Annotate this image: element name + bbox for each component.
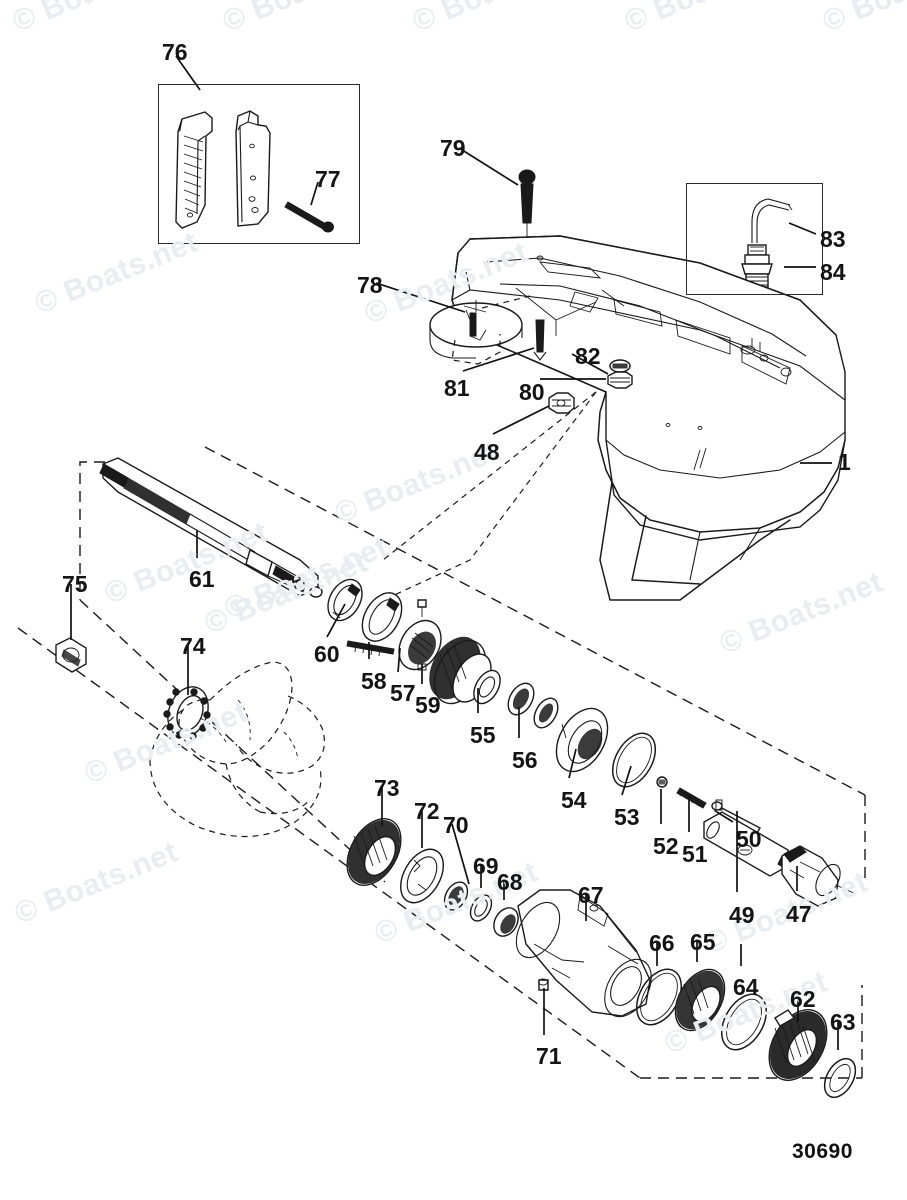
callout-72: 72 xyxy=(414,798,440,824)
needle-bearing-68 xyxy=(493,907,519,937)
forward-gear-62 xyxy=(768,1009,828,1081)
callout-60: 60 xyxy=(314,641,340,667)
watermark: © Boats.net xyxy=(220,530,393,626)
callout-59: 59 xyxy=(415,692,441,718)
watermark: © Boats.net xyxy=(620,0,793,40)
callout-55: 55 xyxy=(470,722,496,748)
spring-51 xyxy=(676,787,707,809)
callout-57: 57 xyxy=(390,680,416,706)
leader-54 xyxy=(568,748,577,779)
callout-80: 80 xyxy=(519,379,545,405)
detent-ball-52 xyxy=(656,776,668,788)
leader-48 xyxy=(492,405,550,435)
speedo-inset-frame xyxy=(686,183,823,295)
callout-53: 53 xyxy=(614,804,640,830)
propeller-phantom xyxy=(149,661,325,838)
tab-washer-74 xyxy=(163,686,211,740)
callout-68: 68 xyxy=(497,869,523,895)
roller-70 xyxy=(443,881,469,911)
callout-64: 64 xyxy=(733,974,759,1000)
callout-47: 47 xyxy=(786,901,812,927)
callout-51: 51 xyxy=(682,841,708,867)
clutch-47 xyxy=(781,845,857,907)
callout-49: 49 xyxy=(729,902,755,928)
callout-74: 74 xyxy=(180,633,206,659)
callout-48: 48 xyxy=(474,439,500,465)
watermark: © Boats.net xyxy=(715,565,888,661)
leader-81 xyxy=(462,347,535,372)
thrust-washer-72 xyxy=(400,848,444,904)
bushing-75 xyxy=(55,637,87,673)
ring-73 xyxy=(346,818,402,886)
drawing-number: 30690 xyxy=(792,1140,853,1163)
washer-nut-82-80 xyxy=(607,359,633,389)
watermark: © Boats.net xyxy=(218,0,391,40)
callout-58: 58 xyxy=(361,668,387,694)
callout-66: 66 xyxy=(649,930,675,956)
callout-81: 81 xyxy=(444,375,470,401)
bearing-54 xyxy=(555,707,609,773)
callout-82: 82 xyxy=(575,343,601,369)
callout-62: 62 xyxy=(790,986,816,1012)
watermark: © Boats.net xyxy=(8,0,181,40)
callout-61: 61 xyxy=(189,566,215,592)
callout-70: 70 xyxy=(443,812,469,838)
watermark: © Boats.net xyxy=(200,545,373,641)
callout-56: 56 xyxy=(512,747,538,773)
screw-81 xyxy=(533,319,547,361)
callout-65: 65 xyxy=(690,929,716,955)
callout-50: 50 xyxy=(736,826,762,852)
leader-60 xyxy=(326,603,346,638)
callout-71: 71 xyxy=(536,1043,562,1069)
o-ring-66 xyxy=(635,968,683,1026)
watermark: © Boats.net xyxy=(818,0,907,40)
shim-58 xyxy=(346,640,395,657)
bearing-65 xyxy=(674,968,726,1032)
callout-76: 76 xyxy=(162,39,188,65)
pin-71 xyxy=(538,978,549,991)
watermark: © Boats.net xyxy=(360,235,533,331)
leader-50 xyxy=(716,811,734,823)
callout-63: 63 xyxy=(830,1009,856,1035)
callout-79: 79 xyxy=(440,135,466,161)
callout-67: 67 xyxy=(578,882,604,908)
bolt-79 xyxy=(518,169,536,243)
leader-79 xyxy=(458,147,519,186)
callout-83: 83 xyxy=(820,226,846,252)
callout-73: 73 xyxy=(374,775,400,801)
callout-52: 52 xyxy=(653,833,679,859)
bearing-carrier-67 xyxy=(515,889,652,1018)
watermark: © Boats.net xyxy=(80,695,253,791)
leader-53 xyxy=(621,765,632,796)
watermark: © Boats.net xyxy=(10,835,183,931)
leader-57 xyxy=(397,647,401,673)
callout-1: 1 xyxy=(838,449,851,475)
o-ring-53 xyxy=(611,732,657,788)
nut-48 xyxy=(548,392,575,414)
bearing-69 xyxy=(469,894,493,922)
watermark: © Boats.net xyxy=(100,515,273,611)
callout-84: 84 xyxy=(820,259,846,285)
callout-77: 77 xyxy=(315,166,341,192)
leader-78 xyxy=(375,282,466,313)
bearings-56 xyxy=(507,682,559,729)
pinion-gear-59 xyxy=(398,599,442,671)
bearing-race-57 xyxy=(361,592,403,642)
water-pump-78 xyxy=(429,295,531,365)
callout-69: 69 xyxy=(473,853,499,879)
watermark: © Boats.net xyxy=(408,0,581,40)
callout-75: 75 xyxy=(62,571,88,597)
callout-54: 54 xyxy=(561,787,587,813)
thrust-washer-63 xyxy=(823,1057,857,1099)
retaining-ring-60 xyxy=(327,578,363,622)
callout-78: 78 xyxy=(357,272,383,298)
anode-inset-frame xyxy=(158,84,360,244)
